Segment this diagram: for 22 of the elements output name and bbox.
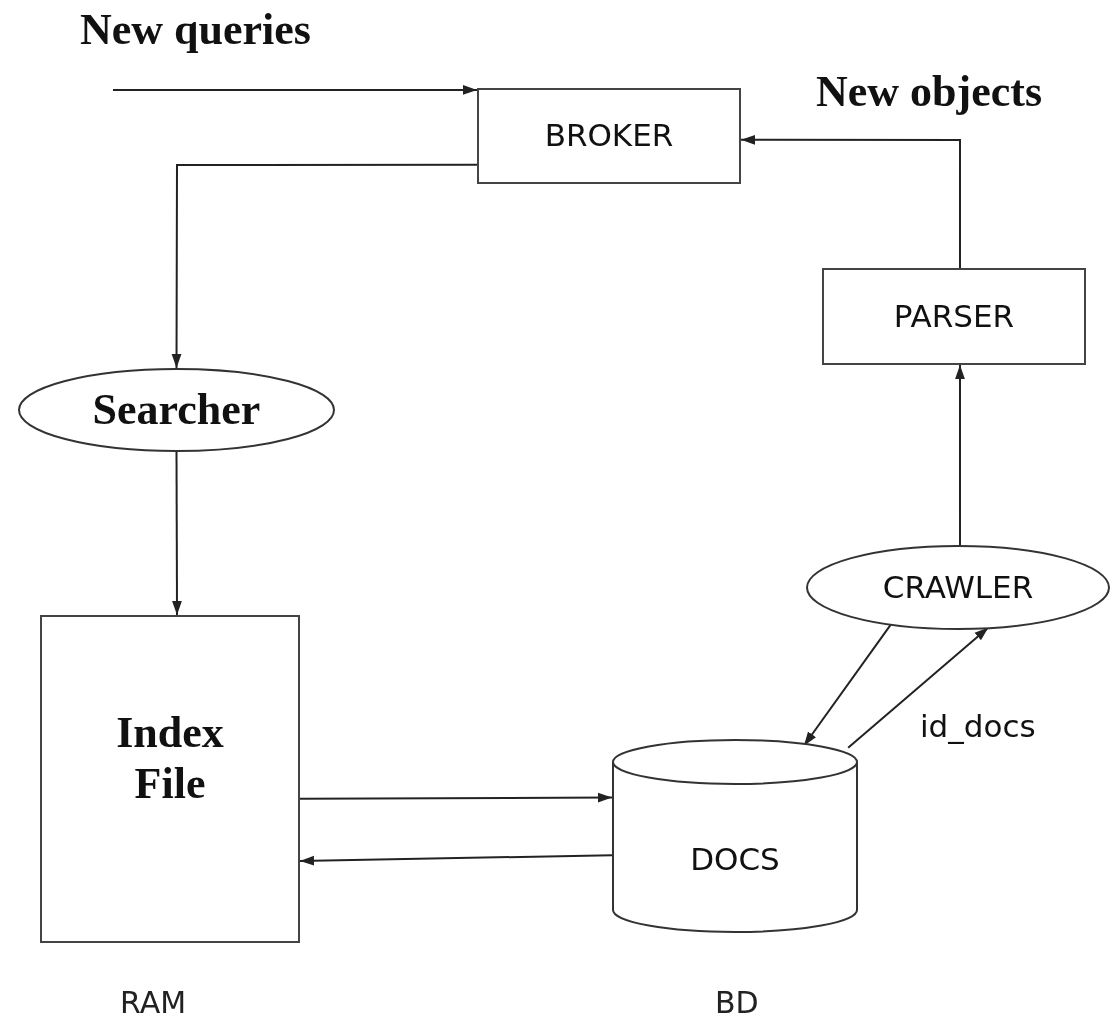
- database-cylinder: [612, 740, 858, 932]
- node-label: Index File: [115, 708, 225, 810]
- arrow: [299, 792, 613, 803]
- process-box: [822, 268, 1086, 365]
- arrow: [112, 85, 478, 95]
- ellipse-node: [18, 368, 335, 452]
- node-label: Searcher: [92, 384, 261, 436]
- node-label: BROKER: [544, 118, 674, 154]
- arrow: [172, 451, 182, 616]
- arrow: [171, 163, 478, 369]
- arrow: [740, 134, 961, 269]
- node-label: PARSER: [893, 298, 1015, 335]
- arrow: [299, 854, 613, 866]
- ellipse-node: [806, 545, 1110, 630]
- node-label: CRAWLER: [882, 569, 1034, 606]
- storage-caption: RAM: [120, 985, 187, 1020]
- process-box: [477, 88, 741, 184]
- arrow: [955, 364, 965, 546]
- node-label: DOCS: [690, 842, 780, 878]
- storage-caption: BD: [715, 985, 759, 1020]
- arrow: [847, 626, 990, 749]
- process-box: [40, 615, 300, 943]
